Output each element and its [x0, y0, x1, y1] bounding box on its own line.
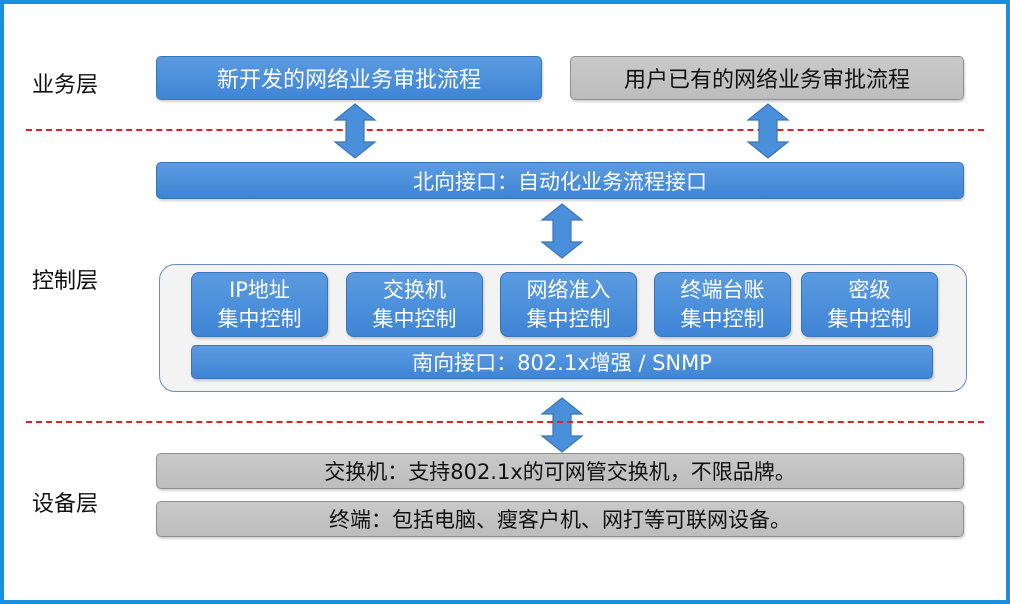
- module-line1: 密级: [848, 277, 891, 302]
- northbound-interface-bar: 北向接口：自动化业务流程接口: [156, 162, 964, 199]
- layer-label-device: 设备层: [32, 492, 99, 517]
- module-line1: IP地址: [229, 277, 290, 302]
- southbound-interface-bar: 南向接口：802.1x增强 / SNMP: [191, 345, 933, 379]
- double-arrow-icon: [746, 103, 790, 159]
- layer-label-control: 控制层: [32, 269, 99, 294]
- layer-label-business: 业务层: [32, 73, 99, 98]
- double-arrow-icon: [540, 397, 584, 453]
- network-access-control-module: 网络准入 集中控制: [500, 272, 637, 337]
- module-line2: 集中控制: [217, 306, 302, 331]
- existing-approval-flow-box: 用户已有的网络业务审批流程: [570, 56, 964, 100]
- module-line2: 集中控制: [680, 306, 765, 331]
- terminal-ledger-control-module: 终端台账 集中控制: [654, 272, 791, 337]
- classification-control-module: 密级 集中控制: [801, 272, 938, 337]
- module-line1: 交换机: [383, 277, 446, 302]
- module-line1: 网络准入: [526, 277, 611, 302]
- double-arrow-icon: [333, 103, 377, 159]
- new-approval-flow-box: 新开发的网络业务审批流程: [156, 56, 542, 100]
- module-line1: 终端台账: [680, 277, 765, 302]
- switch-device-bar: 交换机：支持802.1x的可网管交换机，不限品牌。: [156, 453, 964, 489]
- module-line2: 集中控制: [827, 306, 912, 331]
- double-arrow-icon: [540, 203, 584, 259]
- layer-divider-bottom: [26, 421, 984, 423]
- terminal-device-bar: 终端：包括电脑、瘦客户机、网打等可联网设备。: [156, 501, 964, 537]
- module-line2: 集中控制: [372, 306, 457, 331]
- layer-divider-top: [26, 129, 984, 131]
- switch-control-module: 交换机 集中控制: [346, 272, 483, 337]
- module-line2: 集中控制: [526, 306, 611, 331]
- ip-address-control-module: IP地址 集中控制: [191, 272, 328, 337]
